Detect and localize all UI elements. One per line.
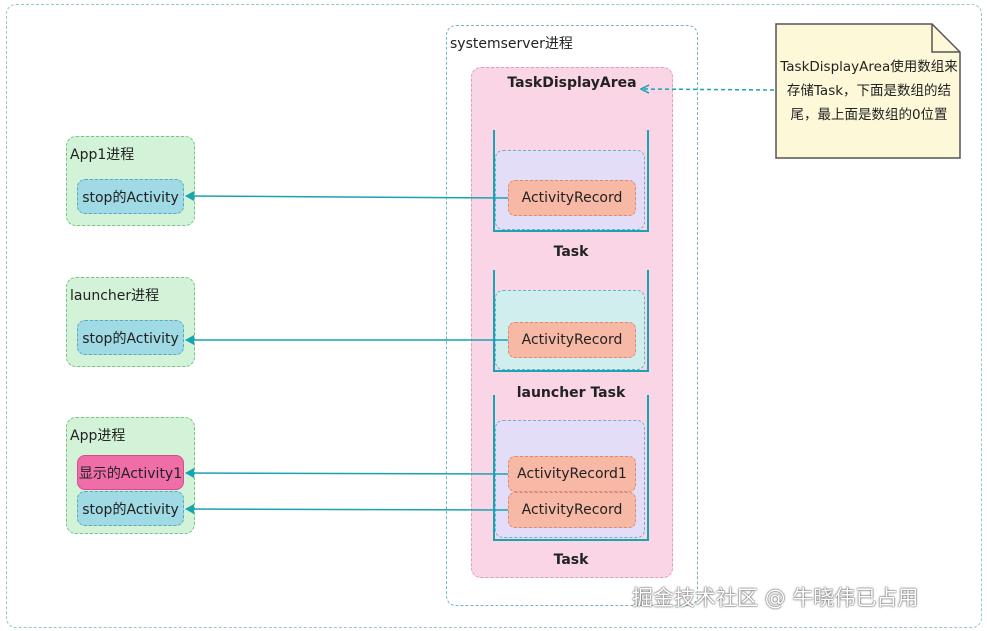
task-3-label: Task (553, 552, 589, 568)
app-stop-activity: stop的Activity (77, 491, 184, 526)
task-2-stack-bracket (493, 270, 649, 372)
diagram-frame (6, 4, 982, 628)
task-2-activity-record: ActivityRecord (508, 322, 636, 358)
note-line-3: 尾，最上面是数组的0位置 (790, 107, 948, 123)
note-line-1: TaskDisplayArea使用数组来 (780, 59, 958, 75)
launcher-stop-activity: stop的Activity (77, 320, 184, 355)
arrow-task3-record-to-stop (185, 504, 509, 515)
note-line-2: 存储Task，下面是数组的结 (786, 83, 952, 99)
note-text: TaskDisplayArea使用数组来 存储Task，下面是数组的结 尾，最上… (778, 55, 960, 127)
task-1-stack-bracket (493, 130, 649, 232)
task-1-label: Task (553, 244, 589, 260)
task-3-stack-bracket (493, 395, 649, 541)
arrow-task1-to-app1 (185, 191, 509, 202)
app-shown-activity: 显示的Activity1 (77, 455, 184, 490)
app1-process-label: App1进程 (70, 147, 135, 163)
task-display-area-label: TaskDisplayArea (507, 75, 637, 91)
app1-stop-activity: stop的Activity (77, 179, 184, 214)
note-shape (775, 23, 961, 159)
task-3-activity-record-2: ActivityRecord (508, 492, 636, 528)
systemserver-label: systemserver进程 (450, 36, 573, 52)
watermark: 掘金技术社区 @ 牛晓伟已占用 (632, 586, 919, 610)
systemserver-process (446, 25, 698, 606)
task-3-activity-record-1: ActivityRecord1 (508, 456, 636, 492)
arrow-task3-record1-to-shown (185, 468, 509, 479)
app-process-label: App进程 (70, 428, 126, 444)
arrow-note-to-tda (642, 89, 775, 90)
task-2-label: launcher Task (516, 385, 626, 401)
launcher-process-label: launcher进程 (70, 288, 160, 304)
task-1-activity-record: ActivityRecord (508, 180, 636, 216)
